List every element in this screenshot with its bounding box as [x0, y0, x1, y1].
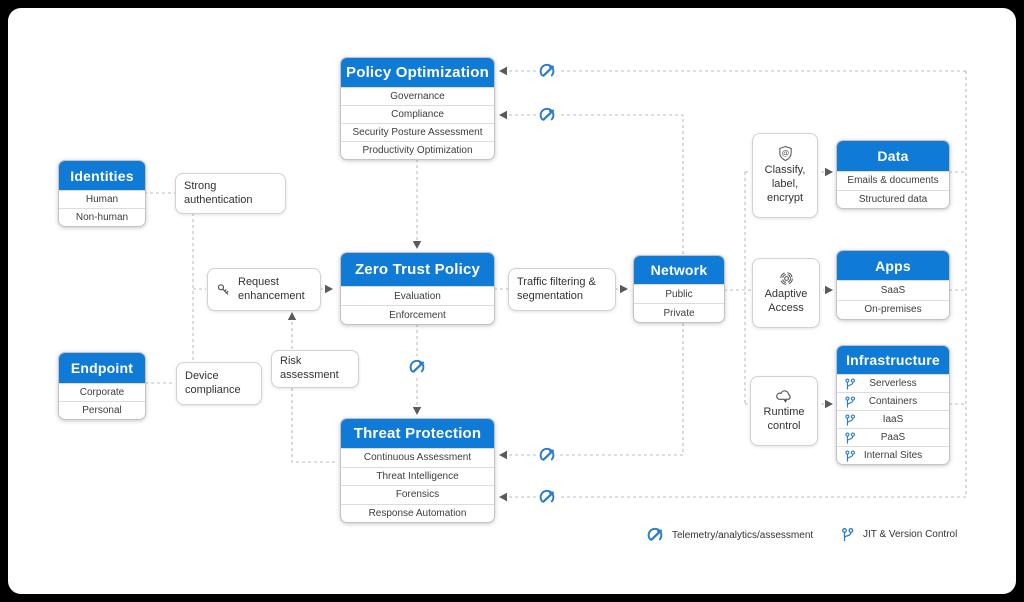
- identities-row: Non-human: [59, 208, 145, 226]
- jit-icon: [844, 413, 856, 427]
- policy-optimization-row: Compliance: [341, 105, 494, 123]
- network-row: Public: [634, 284, 724, 303]
- infrastructure-row-label: Internal Sites: [863, 450, 923, 461]
- policy-optimization-row: Security Posture Assessment: [341, 123, 494, 141]
- cloud-icon: [775, 388, 794, 404]
- infrastructure-row: Internal Sites: [837, 446, 949, 464]
- endpoint-row: Personal: [59, 401, 145, 419]
- runtime-control-box: Runtime control: [750, 376, 818, 446]
- network-title: Network: [634, 256, 724, 284]
- classify-label-encrypt-box: @ Classify, label, encrypt: [752, 133, 818, 218]
- infrastructure-row-label: Serverless: [869, 378, 917, 389]
- classify-label-encrypt-label: Classify, label, encrypt: [764, 164, 806, 204]
- infrastructure-row: IaaS: [837, 410, 949, 428]
- threat-protection-title: Threat Protection: [341, 419, 494, 448]
- network-row: Private: [634, 303, 724, 322]
- zero-trust-policy-row: Evaluation: [341, 286, 494, 305]
- legend-telemetry: Telemetry/analytics/assessment: [646, 526, 813, 544]
- infrastructure-row-label: IaaS: [882, 414, 904, 425]
- network-box: Network Public Private: [633, 255, 725, 323]
- svg-text:@: @: [781, 149, 789, 158]
- adaptive-access-box: Adaptive Access: [752, 258, 820, 328]
- identities-row: Human: [59, 190, 145, 208]
- infrastructure-title: Infrastructure: [837, 346, 949, 374]
- threat-protection-row: Continuous Assessment: [341, 448, 494, 467]
- endpoint-row: Corporate: [59, 383, 145, 401]
- apps-box: Apps SaaS On-premises: [836, 250, 950, 320]
- request-enhancement-box: Request enhancement: [207, 268, 321, 311]
- zero-trust-policy-title: Zero Trust Policy: [341, 253, 494, 286]
- endpoint-title: Endpoint: [59, 353, 145, 383]
- zero-trust-policy-row: Enforcement: [341, 305, 494, 324]
- policy-optimization-row: Governance: [341, 87, 494, 105]
- infrastructure-row: Containers: [837, 392, 949, 410]
- data-box: Data Emails & documents Structured data: [836, 140, 950, 209]
- threat-protection-row: Response Automation: [341, 503, 494, 523]
- identities-box: Identities Human Non-human: [58, 160, 146, 227]
- keys-icon: [216, 282, 232, 298]
- device-compliance-box: Device compliance: [176, 362, 262, 405]
- risk-assessment-box: Risk assessment: [271, 350, 359, 388]
- jit-icon: [840, 526, 855, 543]
- jit-icon: [844, 449, 856, 463]
- fingerprint-icon: [779, 271, 794, 286]
- identities-title: Identities: [59, 161, 145, 190]
- risk-assessment-label: Risk assessment: [280, 355, 339, 381]
- data-row: Structured data: [837, 189, 949, 209]
- infrastructure-row-label: PaaS: [880, 432, 906, 443]
- infrastructure-box: Infrastructure Serverless Containers Iaa…: [836, 345, 950, 465]
- apps-row: SaaS: [837, 280, 949, 300]
- runtime-control-label: Runtime control: [763, 406, 805, 432]
- data-row: Emails & documents: [837, 171, 949, 190]
- traffic-filtering-box: Traffic filtering & segmentation: [508, 268, 616, 311]
- shield-at-icon: @: [777, 145, 794, 162]
- strong-authentication-box: Strong authentication: [175, 173, 286, 214]
- policy-optimization-title: Policy Optimization: [341, 58, 494, 87]
- legend-jit: JIT & Version Control: [840, 526, 957, 543]
- jit-icon: [844, 377, 856, 391]
- policy-optimization-box: Policy Optimization Governance Complianc…: [340, 57, 495, 160]
- traffic-filtering-label: Traffic filtering & segmentation: [517, 275, 596, 302]
- infrastructure-row-label: Containers: [868, 396, 918, 407]
- apps-row: On-premises: [837, 299, 949, 320]
- request-enhancement-label: Request enhancement: [238, 275, 305, 302]
- jit-icon: [844, 395, 856, 409]
- device-compliance-label: Device compliance: [185, 369, 241, 396]
- policy-optimization-row: Productivity Optimization: [341, 141, 494, 159]
- infrastructure-row: Serverless: [837, 374, 949, 392]
- data-title: Data: [837, 141, 949, 171]
- endpoint-box: Endpoint Corporate Personal: [58, 352, 146, 420]
- strong-authentication-label: Strong authentication: [184, 179, 253, 206]
- threat-protection-row: Forensics: [341, 485, 494, 504]
- jit-icon: [844, 431, 856, 445]
- legend-jit-label: JIT & Version Control: [863, 529, 958, 540]
- telemetry-icon: [646, 526, 664, 544]
- threat-protection-row: Threat Intelligence: [341, 466, 494, 486]
- legend-telemetry-label: Telemetry/analytics/assessment: [672, 529, 814, 541]
- zero-trust-policy-box: Zero Trust Policy Evaluation Enforcement: [340, 252, 495, 325]
- threat-protection-box: Threat Protection Continuous Assessment …: [340, 418, 495, 523]
- apps-title: Apps: [837, 251, 949, 280]
- infrastructure-row: PaaS: [837, 428, 949, 446]
- adaptive-access-label: Adaptive Access: [764, 287, 808, 314]
